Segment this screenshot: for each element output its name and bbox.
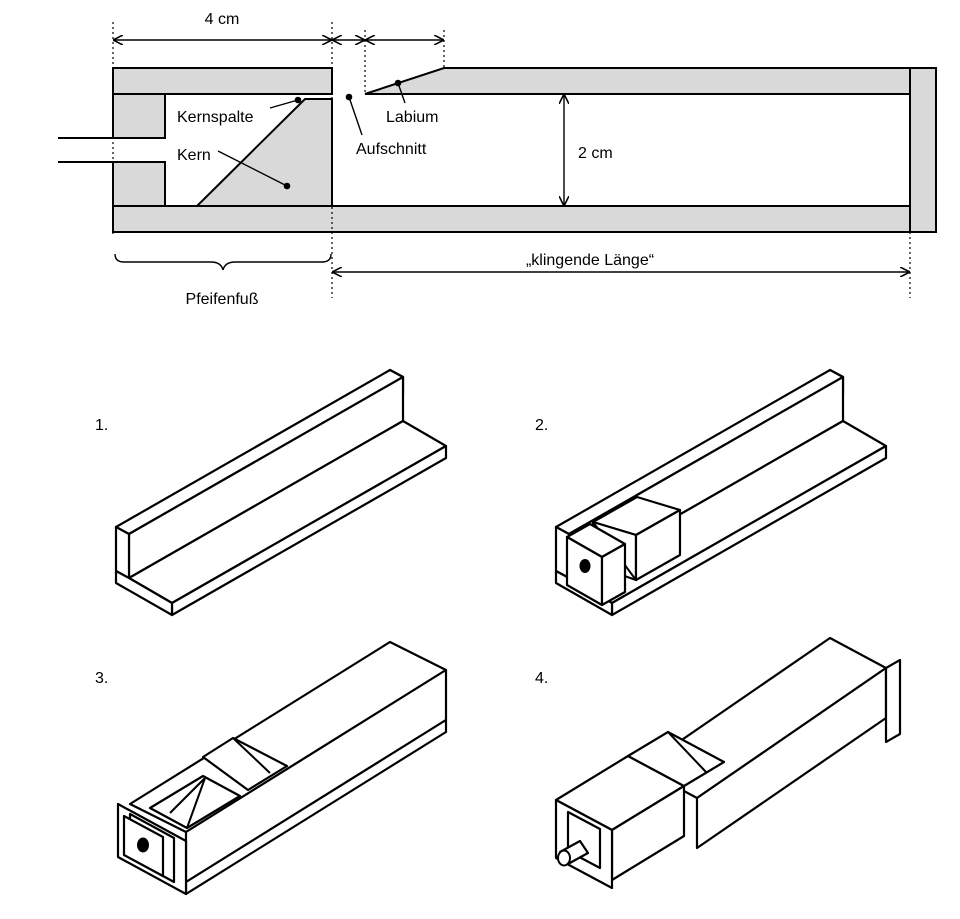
step-2-drawing: 2. [535, 368, 888, 617]
step-1-wall-end [114, 525, 131, 580]
step-4-labium-edge [667, 731, 707, 773]
step-1-number: 1. [95, 417, 108, 434]
foot-lower-block [112, 161, 166, 207]
aufschnitt-leader [348, 96, 363, 136]
dimension-klingende-label: „klingende Länge“ [526, 252, 654, 269]
pipe-bottom-wall [112, 205, 911, 233]
dimension-2cm-label: 2 cm [578, 145, 613, 162]
step-3-number: 3. [95, 670, 108, 687]
labium-leader [397, 82, 406, 104]
step-4-cap [884, 658, 902, 744]
pipe-cross-section: 4 cm 2 cm „klingende Länge“ Pfeifenfuß K… [58, 11, 937, 308]
step-3-cavity-kern-1 [169, 777, 206, 814]
step-4-labium-ramp [626, 730, 726, 788]
step-2-number: 2. [535, 417, 548, 434]
labium-dot [394, 79, 402, 87]
step-2-block-side [600, 542, 627, 607]
step-3-labium-ramp [201, 736, 289, 792]
kernspalte-label: Kernspalte [177, 109, 254, 126]
kern-dot [283, 182, 291, 190]
step-4-drawing: 4. [535, 636, 902, 890]
step-3-labium-edge [232, 737, 271, 774]
dimension-4cm-label: 4 cm [205, 11, 240, 28]
step-3-block-hole [137, 837, 149, 853]
aufschnitt-dot [345, 93, 353, 101]
step-1-drawing: 1. [95, 368, 448, 617]
foot-upper-block [112, 93, 166, 139]
pfeifenfuss-brace [114, 253, 332, 271]
step-2-block-hole [579, 559, 591, 573]
step-4-inlet-pin-end [557, 849, 571, 867]
kernspalte-leader [269, 99, 299, 109]
pfeifenfuss-label: Pfeifenfuß [186, 291, 259, 308]
step-2-kern-front [634, 508, 682, 582]
labium-upper-wall [364, 67, 911, 95]
step-4-number: 4. [535, 670, 548, 687]
step-3-cavity [148, 774, 242, 830]
aufschnitt-label: Aufschnitt [356, 141, 427, 158]
step-1-floor-end [114, 569, 174, 617]
step-3-drawing: 3. [95, 640, 448, 896]
kern-leader [217, 150, 288, 187]
step-3-cavity-kern-2 [186, 777, 206, 829]
foot-top-wall [112, 67, 333, 95]
kernspalte-dot [294, 96, 302, 104]
pipe-end-cap [909, 67, 937, 233]
labium-label: Labium [386, 109, 438, 126]
kern-label: Kern [177, 147, 211, 164]
